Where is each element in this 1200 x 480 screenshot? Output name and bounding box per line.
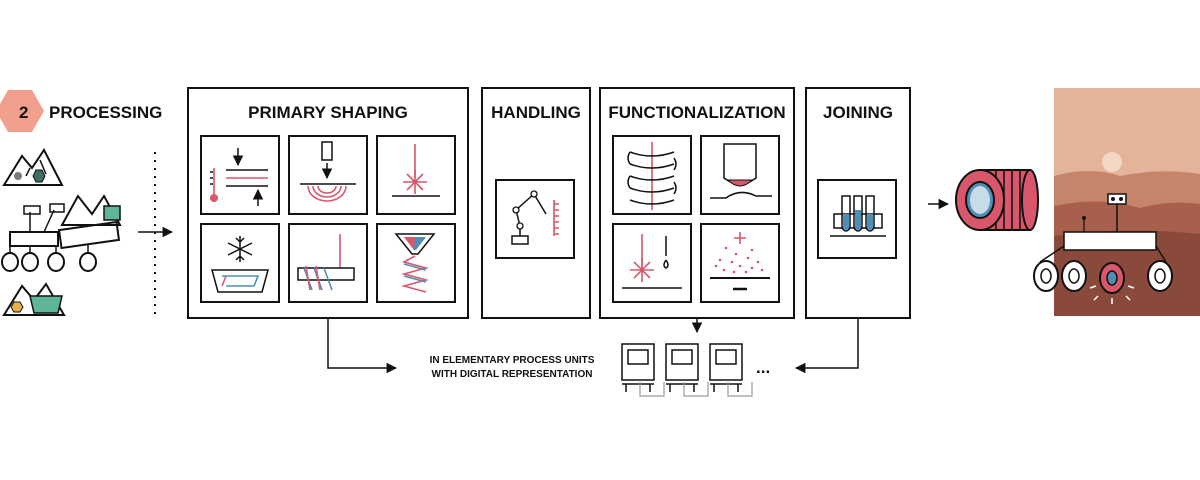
- robot-arm-icon: [511, 190, 559, 245]
- stage-title-functionalization: FUNCTIONALIZATION: [608, 103, 785, 122]
- nozzle-printing-icon: [394, 233, 436, 293]
- stage-primary-shaping: PRIMARY SHAPING: [187, 87, 469, 319]
- pressing-icon: [210, 148, 268, 206]
- injection-icon: [297, 234, 355, 291]
- rock-ore-icon: [2, 148, 64, 186]
- stage-joining: JOINING: [805, 87, 911, 319]
- freezing-icon: [211, 236, 269, 293]
- wheel-part-icon: [955, 169, 1039, 231]
- stage-title-primary-shaping: PRIMARY SHAPING: [248, 103, 408, 122]
- step-header: 2 PROCESSING: [0, 90, 162, 132]
- laser-drill-icon: [622, 234, 682, 289]
- badge-hexagon-icon: [0, 90, 44, 132]
- process-units-ellipsis: ...: [756, 358, 770, 377]
- mining-ice-icon: [2, 282, 66, 316]
- connector-primary-shaping: [327, 318, 398, 374]
- laser-melting-icon: [300, 141, 356, 202]
- induction-coil-icon: [627, 142, 677, 210]
- connector-joining: [794, 318, 859, 374]
- stage-functionalization: FUNCTIONALIZATION: [599, 87, 795, 319]
- stage-handling: HANDLING: [481, 87, 591, 319]
- laser-icon: [392, 144, 440, 197]
- rover-icon: [1, 194, 122, 272]
- process-units-line2: WITH DIGITAL REPRESENTATION: [432, 369, 593, 380]
- test-tubes-icon: [830, 195, 886, 237]
- stage-title-joining: JOINING: [823, 103, 893, 122]
- step-number: 2: [19, 103, 28, 122]
- process-units-line1: IN ELEMENTARY PROCESS UNITS: [430, 355, 595, 366]
- mars-scene-icon: [1033, 88, 1200, 316]
- nozzle-coating-icon: [710, 143, 772, 199]
- stage-title-handling: HANDLING: [491, 103, 581, 122]
- process-unit-icon: [621, 343, 753, 397]
- plasma-charge-icon: [710, 232, 770, 291]
- step-label: PROCESSING: [49, 103, 162, 122]
